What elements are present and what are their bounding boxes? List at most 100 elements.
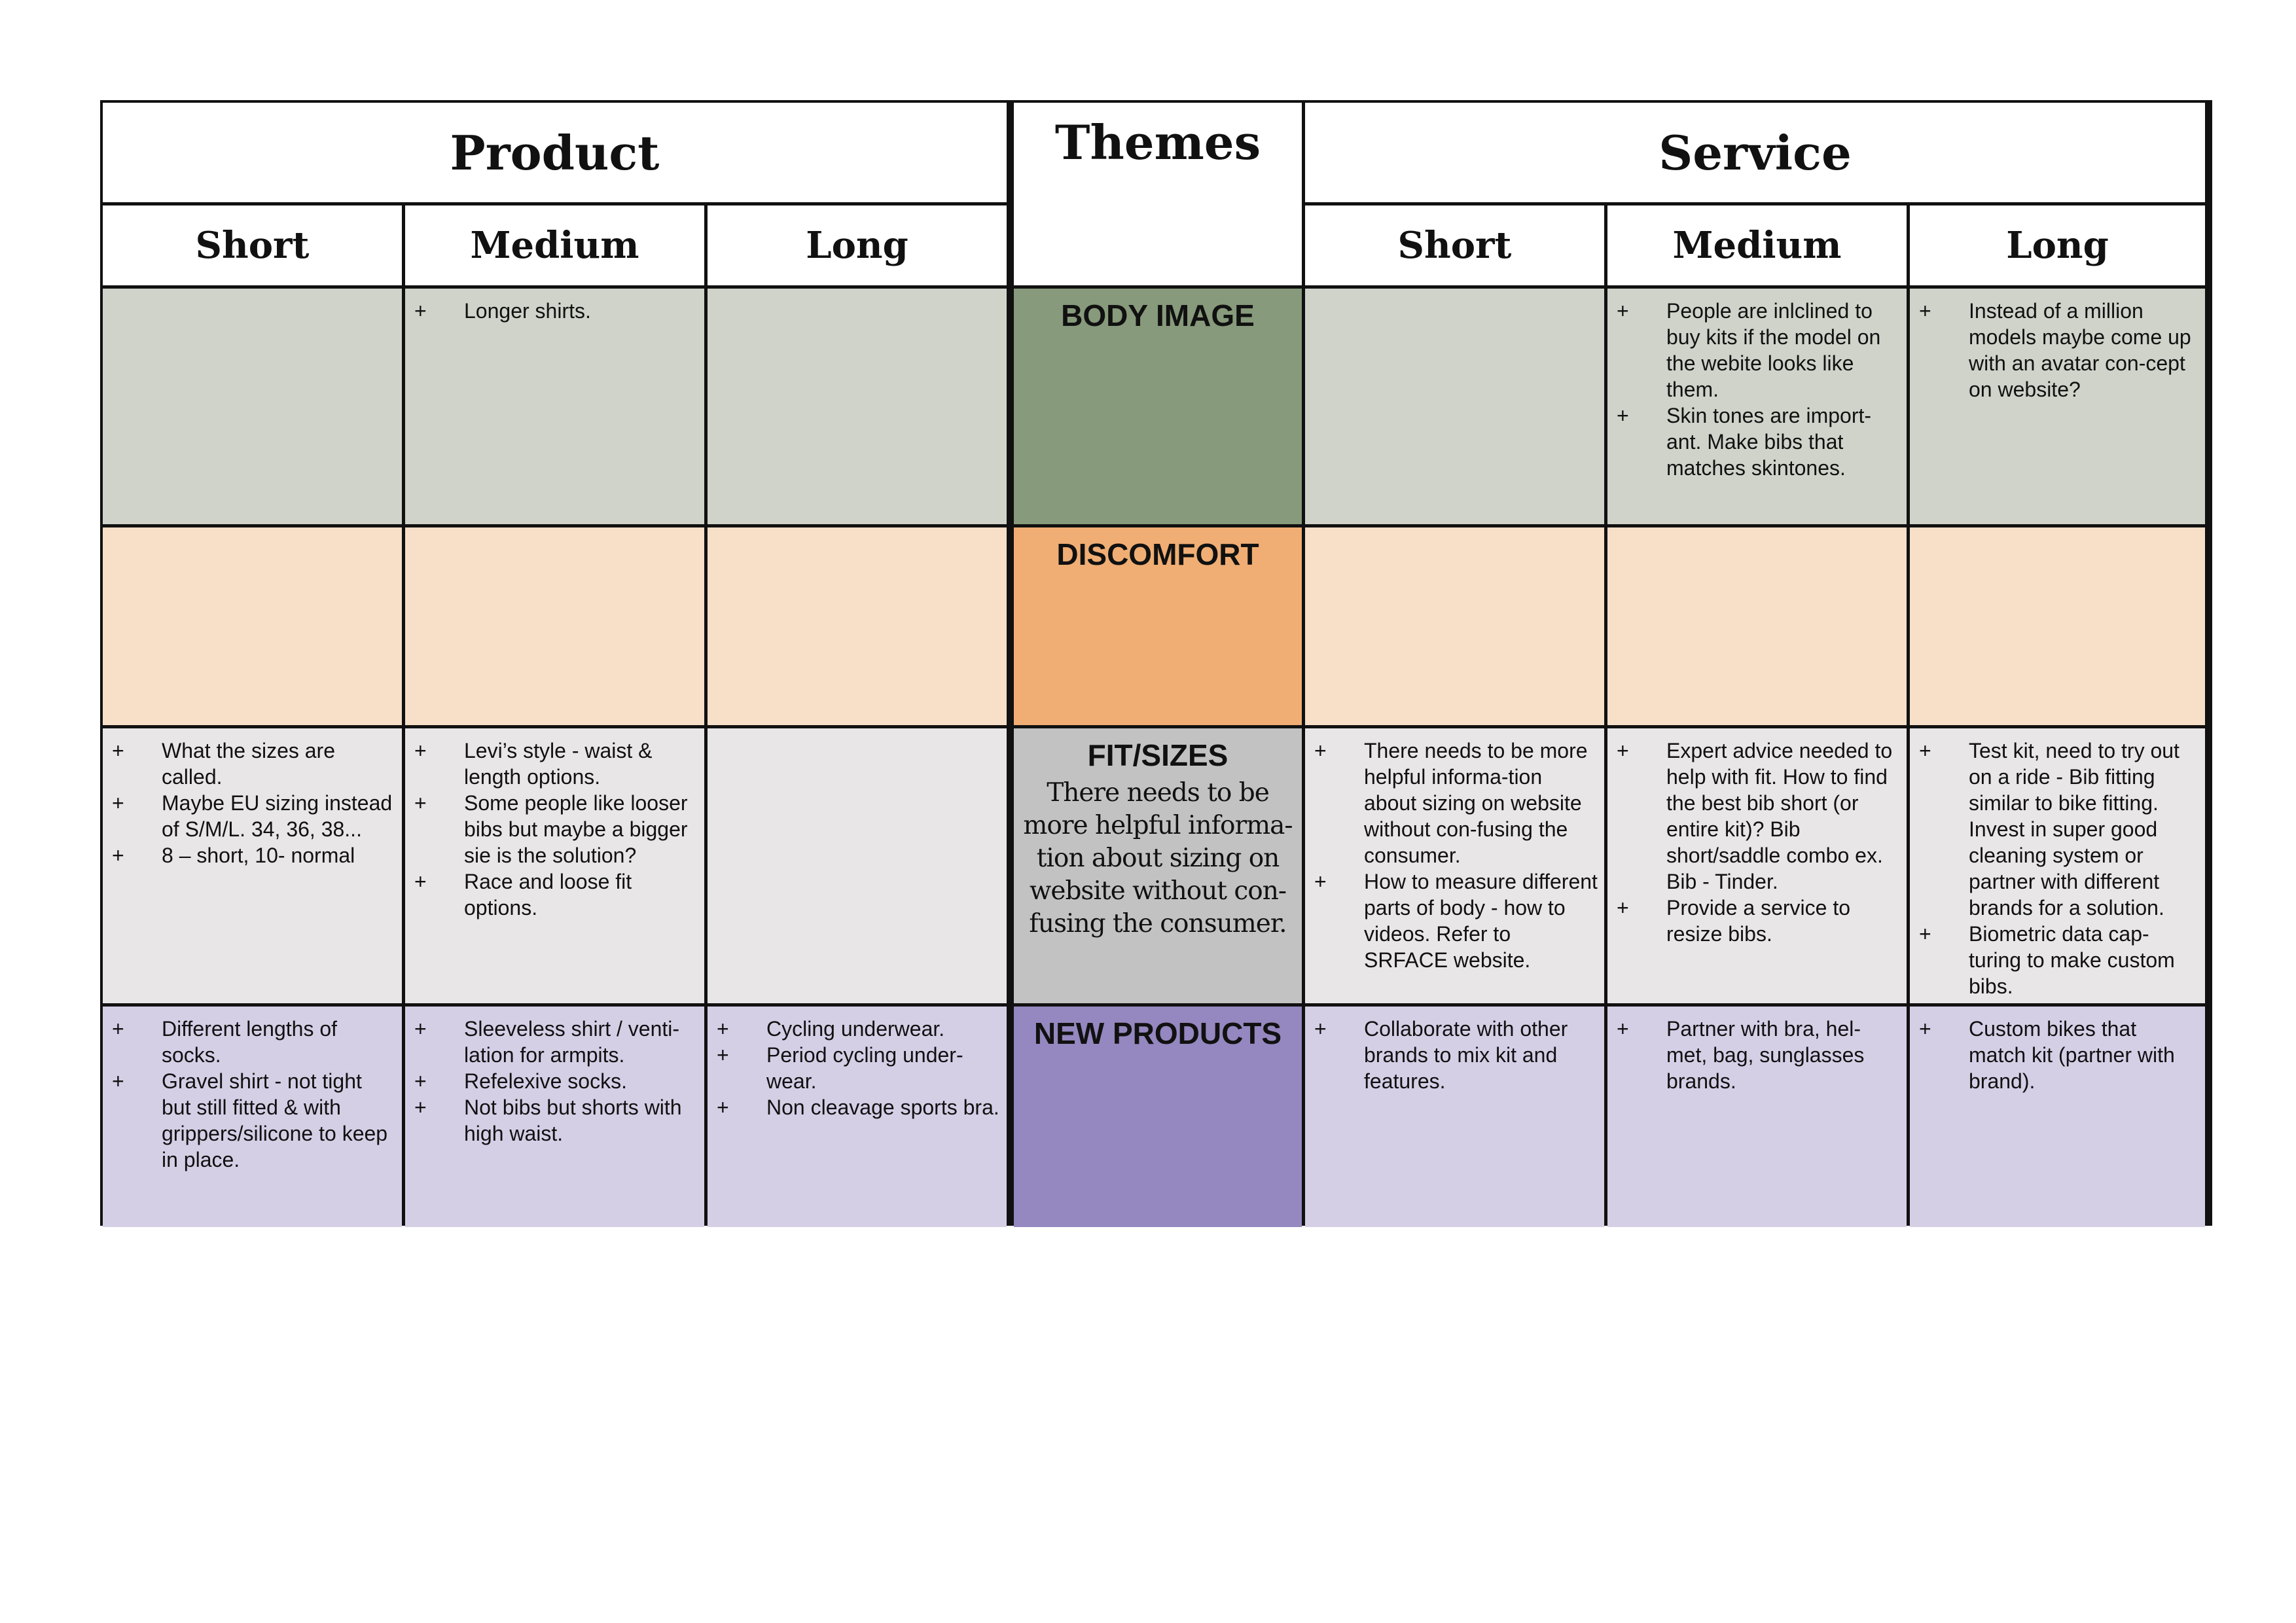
bullet-list: + Sleeveless shirt / venti-lation for arm… (405, 1007, 704, 1147)
bullet-list: +There needs to be more helpful informa-… (1305, 728, 1604, 973)
list-item: + What the sizes are called. (103, 738, 395, 790)
service-short-discomfort-cell (1305, 527, 1604, 725)
plus-bullet-icon: + (112, 739, 124, 762)
list-item: + Test kit, need to try out on a ride - B… (1910, 738, 2198, 921)
bullet-list: + People are inlclined to buy kits if the… (1607, 289, 1907, 481)
service-short-new-products-cell: +Collaborate with other brands to mix ki… (1305, 1007, 1604, 1227)
plus-bullet-icon: + (112, 1017, 124, 1041)
bullet-list (708, 527, 1007, 537)
bullet-list: +Longer shirts. (405, 289, 704, 324)
product-short-discomfort-cell (103, 527, 402, 725)
theme-discomfort: DISCOMFORT (1014, 527, 1302, 725)
plus-bullet-icon: + (1617, 896, 1629, 919)
theme-body-image: BODY IMAGE (1014, 289, 1302, 524)
plus-bullet-icon: + (717, 1043, 729, 1067)
bullet-list: +Instead of a million models maybe come … (1910, 289, 2205, 402)
list-item: +Biometric data cap-turing to make custo… (1910, 921, 2198, 999)
list-item: +Longer shirts. (405, 298, 698, 324)
product-medium-fit-sizes-cell: +Levi’s style - waist & length options.+… (405, 728, 704, 1003)
item-text: People are inlclined to buy kits if the … (1666, 299, 1881, 401)
bullet-list (1305, 289, 1604, 298)
strategy-matrix: Product Themes Service Short Medium Long… (100, 100, 2212, 1227)
plus-bullet-icon: + (1919, 739, 1931, 762)
plus-bullet-icon: + (1617, 739, 1629, 762)
list-item: +Race and loose fit options. (405, 868, 698, 921)
plus-bullet-icon: + (112, 791, 124, 815)
list-item: + Non cleavage sports bra. (708, 1094, 1000, 1120)
bullet-list (1607, 527, 1907, 537)
list-item: +Not bibs but shorts with high waist. (405, 1094, 698, 1147)
list-item: +Levi’s style - waist & length options. (405, 738, 698, 790)
plus-bullet-icon: + (1617, 404, 1629, 427)
plus-bullet-icon: + (414, 1096, 427, 1119)
plus-bullet-icon: + (414, 870, 427, 893)
item-text: Period cycling under-wear. (766, 1043, 963, 1093)
list-item: +Some people like looser bibs but maybe … (405, 790, 698, 868)
service-long-header: Long (1910, 205, 2205, 285)
list-item: + Custom bikes that match kit (partner wi… (1910, 1016, 2198, 1094)
item-text: Test kit, need to try out on a ride - Bi… (1969, 739, 2179, 919)
service-short-body-image-cell (1305, 289, 1604, 524)
list-item: +8 – short, 10- normal (103, 842, 395, 868)
bullet-list (1910, 527, 2205, 537)
list-item: + Skin tones are import-ant. Make bibs th… (1607, 402, 1900, 481)
service-short-header: Short (1305, 205, 1604, 285)
product-long-discomfort-cell (708, 527, 1007, 725)
bullet-list: + What the sizes are called. + Maybe EU siz… (103, 728, 402, 868)
product-long-header: Long (708, 205, 1007, 285)
theme-label: DISCOMFORT (1056, 537, 1259, 571)
plus-bullet-icon: + (1919, 1017, 1931, 1041)
service-medium-discomfort-cell (1607, 527, 1907, 725)
item-text: Non cleavage sports bra. (766, 1096, 999, 1119)
item-text: Instead of a million models maybe come u… (1969, 299, 2191, 401)
bullet-list (405, 527, 704, 537)
plus-bullet-icon: + (112, 1069, 124, 1093)
product-medium-header: Medium (405, 205, 704, 285)
service-long-body-image-cell: +Instead of a million models maybe come … (1910, 289, 2205, 524)
themes-header: Themes (1014, 103, 1302, 285)
item-text: Collaborate with other brands to mix kit… (1364, 1017, 1568, 1093)
service-medium-body-image-cell: + People are inlclined to buy kits if the… (1607, 289, 1907, 524)
bullet-list: +Different lengths of socks.+ Gravel shir… (103, 1007, 402, 1173)
item-text: Provide a service to resize bibs. (1666, 896, 1851, 946)
list-item: +People are inlclined to buy kits if the… (1607, 298, 1900, 402)
service-long-discomfort-cell (1910, 527, 2205, 725)
item-text: Gravel shirt - not tight but still fitte… (162, 1069, 388, 1171)
theme-label: FIT/SIZES (1087, 738, 1229, 772)
product-short-body-image-cell (103, 289, 402, 524)
product-short-header: Short (103, 205, 402, 285)
item-text: Maybe EU sizing instead of S/M/L. 34, 36… (162, 791, 393, 841)
plus-bullet-icon: + (1314, 870, 1327, 893)
list-item: +Different lengths of socks. (103, 1016, 395, 1068)
item-text: Skin tones are import-ant. Make bibs tha… (1666, 404, 1872, 480)
service-long-new-products-cell: + Custom bikes that match kit (partner wi… (1910, 1007, 2205, 1227)
service-medium-new-products-cell: +Partner with bra, hel-met, bag, sunglas… (1607, 1007, 1907, 1227)
plus-bullet-icon: + (414, 1069, 427, 1093)
product-long-body-image-cell (708, 289, 1007, 524)
item-text: Custom bikes that match kit (partner wit… (1969, 1017, 2175, 1093)
bullet-list: + Custom bikes that match kit (partner wi… (1910, 1007, 2205, 1094)
item-text: Cycling underwear. (766, 1017, 945, 1041)
item-text: How to measure different parts of body -… (1364, 870, 1598, 972)
bullet-list: +Partner with bra, hel-met, bag, sunglas… (1607, 1007, 1907, 1094)
item-text: Expert advice needed to help with fit. H… (1666, 739, 1893, 893)
list-item: + Maybe EU sizing instead of S/M/L. 34, 3… (103, 790, 395, 842)
list-item: +Cycling underwear. (708, 1016, 1000, 1042)
bullet-list: +Cycling underwear.+Period cycling under… (708, 1007, 1007, 1120)
plus-bullet-icon: + (414, 739, 427, 762)
item-text: What the sizes are called. (162, 739, 335, 789)
bullet-list (103, 289, 402, 298)
plus-bullet-icon: + (717, 1096, 729, 1119)
service-header: Service (1305, 103, 2205, 202)
product-header: Product (103, 103, 1007, 202)
plus-bullet-icon: + (414, 299, 427, 323)
bullet-list (708, 289, 1007, 298)
item-text: Refelexive socks. (464, 1069, 627, 1093)
theme-new-products: NEW PRODUCTS (1014, 1007, 1302, 1227)
product-long-new-products-cell: +Cycling underwear.+Period cycling under… (708, 1007, 1007, 1227)
product-long-fit-sizes-cell (708, 728, 1007, 1003)
item-text: Sleeveless shirt / venti-lation for armp… (464, 1017, 680, 1067)
plus-bullet-icon: + (414, 791, 427, 815)
list-item: + How to measure different parts of body … (1305, 868, 1598, 973)
list-item: + Gravel shirt - not tight but still fitt… (103, 1068, 395, 1173)
